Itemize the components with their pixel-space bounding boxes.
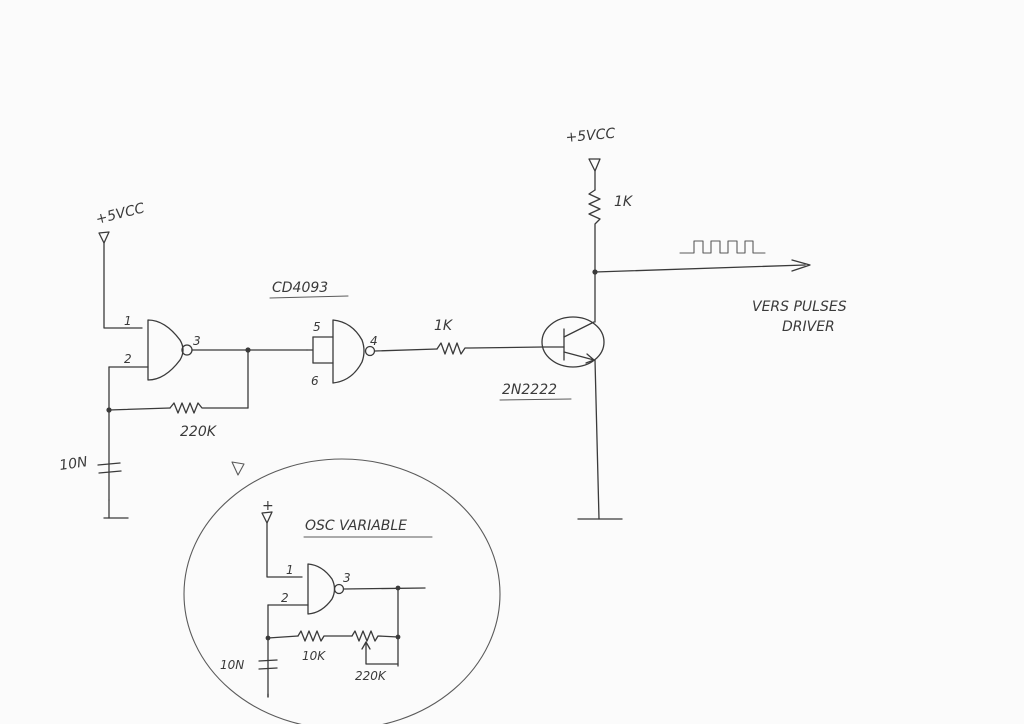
pin-3-label: 3 <box>193 334 201 348</box>
inset-supply <box>261 511 303 578</box>
nand-gate-1 <box>108 319 193 381</box>
transistor-label: 2N2222 <box>502 382 557 398</box>
inset-resistor-10k <box>297 630 353 642</box>
pin-5-label: 5 <box>313 320 321 334</box>
emitter-ground <box>577 359 623 520</box>
timing-capacitor-10n <box>97 462 129 519</box>
chip-label: CD4093 <box>272 280 328 296</box>
pulse-waveform <box>679 240 766 254</box>
inset-pin-3-label: 3 <box>343 571 351 585</box>
base-resistor-1k <box>374 342 544 355</box>
transistor-2n2222 <box>541 316 605 368</box>
nand-gate-2-wiring <box>306 336 314 364</box>
inset-title: OSC VARIABLE <box>305 518 407 534</box>
right-supply-label: +5VCC <box>565 126 616 146</box>
inset-pin-2-label: 2 <box>281 591 289 605</box>
inset-potentiometer-220k <box>351 630 401 665</box>
inset-nand-gate <box>267 563 345 615</box>
output-note-line2: DRIVER <box>782 319 835 335</box>
transistor-label-underline <box>499 398 572 401</box>
inset-potentiometer-label: 220K <box>355 669 387 683</box>
collector-resistor-label: 1K <box>614 194 634 210</box>
left-supply-label: +5VCC <box>94 200 146 228</box>
left-supply-arrow <box>98 231 143 329</box>
gate1-output-wire <box>191 347 308 409</box>
nand-gate-2 <box>312 319 376 384</box>
inset-capacitor-10n <box>258 659 278 698</box>
pin-4-label: 4 <box>370 334 378 348</box>
timing-capacitor-label: 10N <box>58 454 89 474</box>
inset-pin-1-label: 1 <box>286 563 294 577</box>
pin-1-label: 1 <box>124 314 132 328</box>
inset-resistor-10k-label: 10K <box>302 649 326 663</box>
output-wire <box>594 259 811 273</box>
pin-2-label: 2 <box>124 352 132 366</box>
feedback-resistor-label: 220K <box>180 424 218 440</box>
inset-output-wire <box>343 585 426 667</box>
timing-node-wire <box>106 366 171 501</box>
inset-capacitor-label: 10N <box>220 658 244 672</box>
inset-circle <box>183 458 501 724</box>
inset-timing-node <box>265 604 299 698</box>
collector-circuit <box>588 158 601 323</box>
chip-label-underline <box>269 295 349 299</box>
pin-6-label: 6 <box>311 374 319 388</box>
feedback-resistor-220k <box>169 402 249 414</box>
inset-supply-label: + <box>262 498 274 514</box>
output-note-line1: VERS PULSES <box>752 299 847 315</box>
base-resistor-label: 1K <box>434 318 454 334</box>
